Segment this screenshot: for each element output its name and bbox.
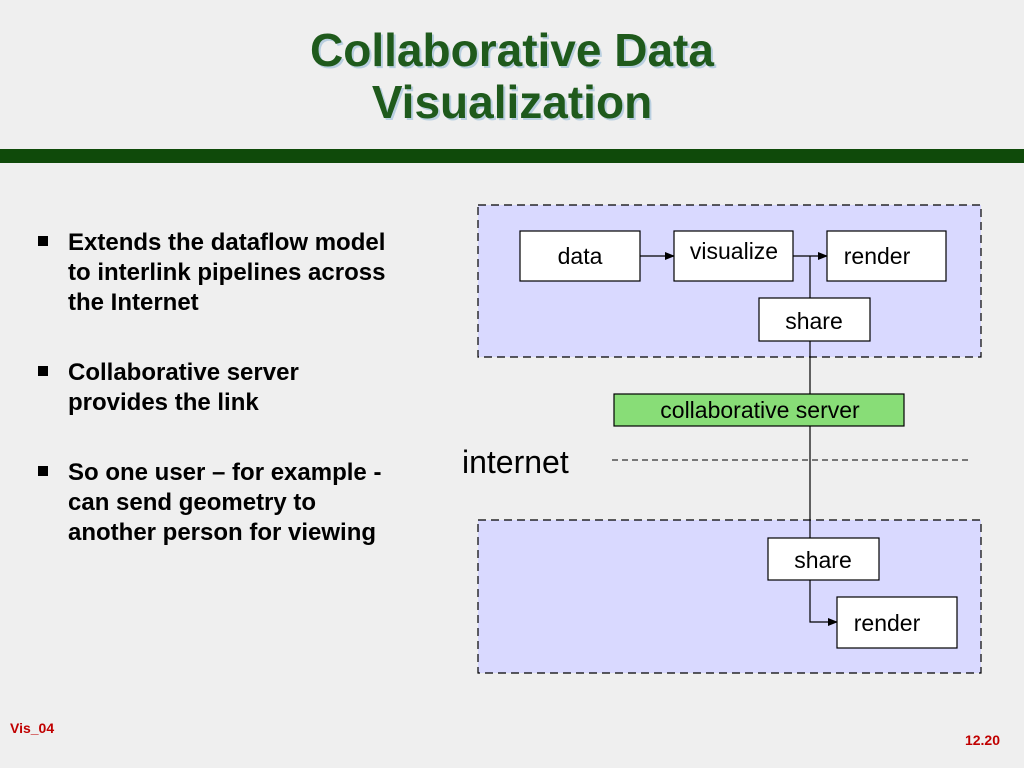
bullet-text: Extends the dataflow model to interlink … <box>68 229 386 316</box>
data-node <box>519 230 641 282</box>
render-node-top-label: render <box>844 243 911 269</box>
render-node-bottom <box>836 596 958 649</box>
bullet-item: Collaborative server provides the link <box>36 358 396 418</box>
slide-number: 12.20 <box>964 732 1000 748</box>
render-node-bottom-label: render <box>854 610 921 636</box>
data-node-label: data <box>558 243 603 269</box>
footer-left-label: Vis_04 <box>10 720 55 736</box>
title-line-2: Visualization <box>371 76 653 128</box>
title-divider <box>0 149 1024 163</box>
title-line-1: Collaborative Data <box>310 24 714 76</box>
render-node-top <box>826 230 947 282</box>
share-node-bottom-label: share <box>794 547 852 573</box>
bullet-square-icon <box>38 236 48 246</box>
share-node-top-label: share <box>785 308 843 334</box>
bullet-text: Collaborative server provides the link <box>68 359 299 416</box>
collaborative-server-node <box>613 393 905 427</box>
visualize-node <box>673 230 794 282</box>
bullet-square-icon <box>38 366 48 376</box>
slide-title: Collaborative Data Visualization <box>0 24 1024 128</box>
bullet-text: So one user – for example - can send geo… <box>68 459 382 546</box>
bullet-list: Extends the dataflow model to interlink … <box>36 228 396 588</box>
visualize-node-label: visualize <box>690 238 778 264</box>
internet-label: internet <box>462 444 569 480</box>
bullet-item: Extends the dataflow model to interlink … <box>36 228 396 318</box>
bullet-square-icon <box>38 466 48 476</box>
bullet-item: So one user – for example - can send geo… <box>36 458 396 548</box>
share-node-bottom <box>767 537 880 581</box>
share-node-top <box>758 297 871 342</box>
collaborative-server-label: collaborative server <box>660 397 860 423</box>
arrow-share-to-render <box>809 580 838 626</box>
